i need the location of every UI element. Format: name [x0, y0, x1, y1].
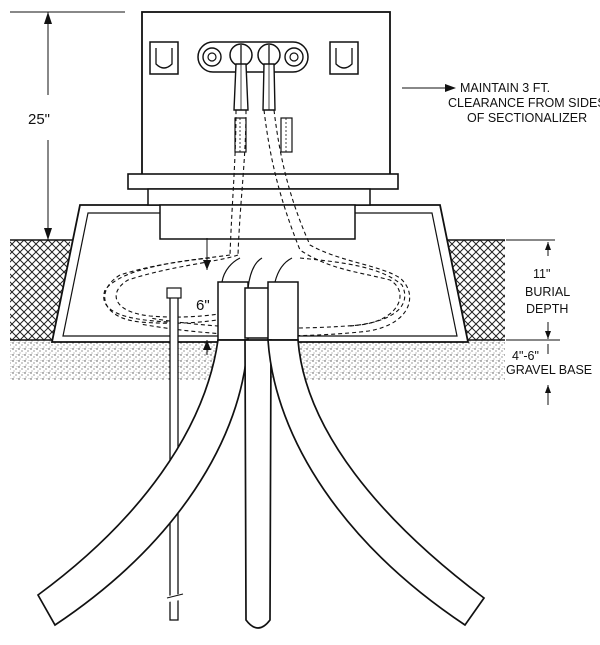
- burial-value: 11": [533, 267, 550, 281]
- parking-stand-right: [329, 41, 359, 75]
- burial-label-line2: DEPTH: [526, 302, 568, 316]
- clearance-note: MAINTAIN 3 FT. CLEARANCE FROM SIDES OF S…: [402, 81, 600, 125]
- clearance-line-3: OF SECTIONALIZER: [467, 111, 587, 125]
- burial-label-line1: BURIAL: [525, 285, 570, 299]
- clearance-line-2: CLEARANCE FROM SIDES: [448, 96, 600, 110]
- gravel-value: 4"-6": [512, 349, 539, 363]
- elbow-connector-left: [233, 63, 249, 153]
- height-value: 25": [28, 111, 50, 128]
- parking-stand-left: [149, 41, 179, 75]
- offset-value: 6": [196, 297, 210, 314]
- gravel-label: GRAVEL BASE: [506, 363, 592, 377]
- height-dimension: 25": [10, 11, 125, 240]
- conduit-center: [244, 339, 272, 629]
- conduit-right: [267, 339, 486, 627]
- sectionalizer-cabinet: [127, 11, 399, 240]
- conduit-left: [36, 339, 249, 627]
- elbow-connector-right: [262, 63, 293, 153]
- clearance-line-1: MAINTAIN 3 FT.: [460, 81, 550, 95]
- bushing-plate: [197, 41, 309, 73]
- cable-sleeves: [217, 257, 299, 341]
- gravel-base-dimension: 4"-6" GRAVEL BASE: [506, 344, 592, 405]
- burial-depth-dimension: 11" BURIAL DEPTH: [506, 239, 570, 341]
- offset-dimension: 6": [196, 238, 211, 355]
